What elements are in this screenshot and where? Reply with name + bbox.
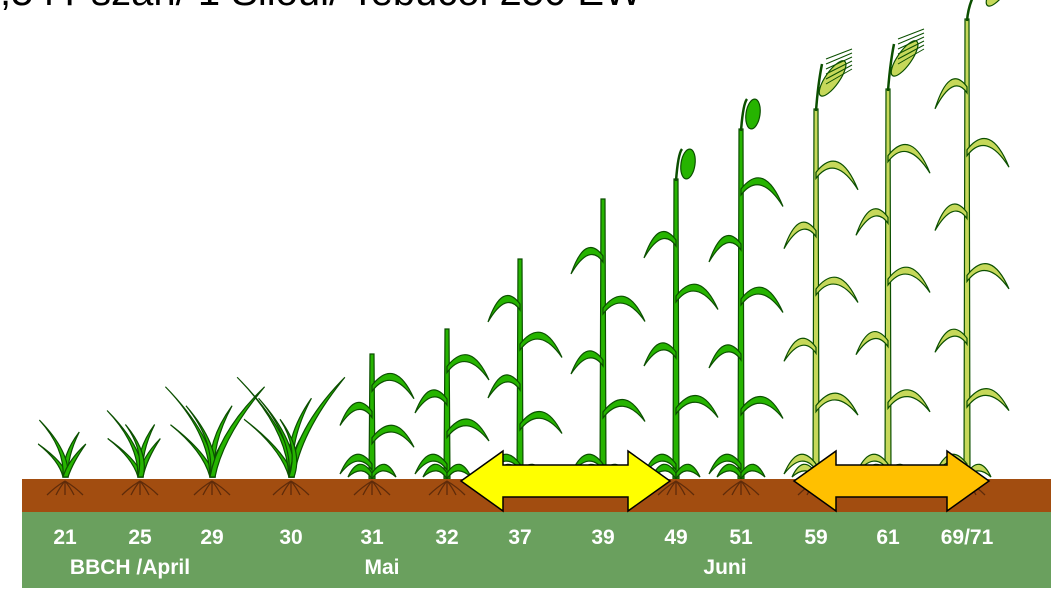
plant-stage-37 [487,258,563,482]
plant-stage-25 [106,410,161,478]
arrows-layer [459,449,991,513]
roots-stage-31 [353,480,391,496]
plant-stage-30 [236,376,346,478]
stage-code-label: 29 [200,526,223,549]
plant-stage-61 [855,28,931,482]
roots-stage-32 [428,480,466,496]
application-window-arrow-1 [459,449,672,513]
stage-code-label: 69/71 [941,526,994,549]
page-title: ,5 l Pszan/ 1 Siloul/ Tebucol 250 EW [0,0,642,15]
stage-code-label: 32 [435,526,458,549]
period-label: Mai [364,556,399,579]
roots-stage-21 [46,480,84,496]
stage-code-label: 61 [876,526,900,549]
stage-code-label: 59 [804,526,827,549]
plant-stage-49 [643,148,719,482]
plant-stage-39 [570,198,646,482]
period-labels: BBCH /April Mai Juni [70,556,747,579]
plant-stage-31 [339,353,415,482]
stage-code-label: 49 [664,526,687,549]
plant-stage-69-71 [934,0,1014,482]
plant-stage-51 [708,98,784,482]
roots-stage-30 [272,480,310,496]
period-label: Juni [703,556,746,579]
application-window-arrow-2 [792,449,991,513]
roots-stage-29 [193,480,231,496]
roots-stage-49 [657,480,695,496]
stage-code-label: 30 [279,526,302,549]
stage-code-label: 31 [360,526,384,549]
roots-stage-51 [722,480,760,496]
plant-stage-29 [164,386,266,478]
stage-code-label: 25 [128,526,152,549]
plant-stage-59 [783,48,859,482]
plant-stage-21 [37,419,87,478]
stage-code-label: 39 [591,526,614,549]
plant-stage-32 [414,328,490,482]
stage-code-label: 51 [729,526,753,549]
roots-stage-25 [121,480,159,496]
label-bar [22,512,1051,588]
stage-codes: 21 25 29 30 31 32 37 39 49 51 59 61 69/71 [53,526,993,549]
stage-code-label: 21 [53,526,77,549]
plants-layer [37,0,1014,482]
stage-code-label: 37 [508,526,531,549]
period-label: BBCH /April [70,556,190,579]
